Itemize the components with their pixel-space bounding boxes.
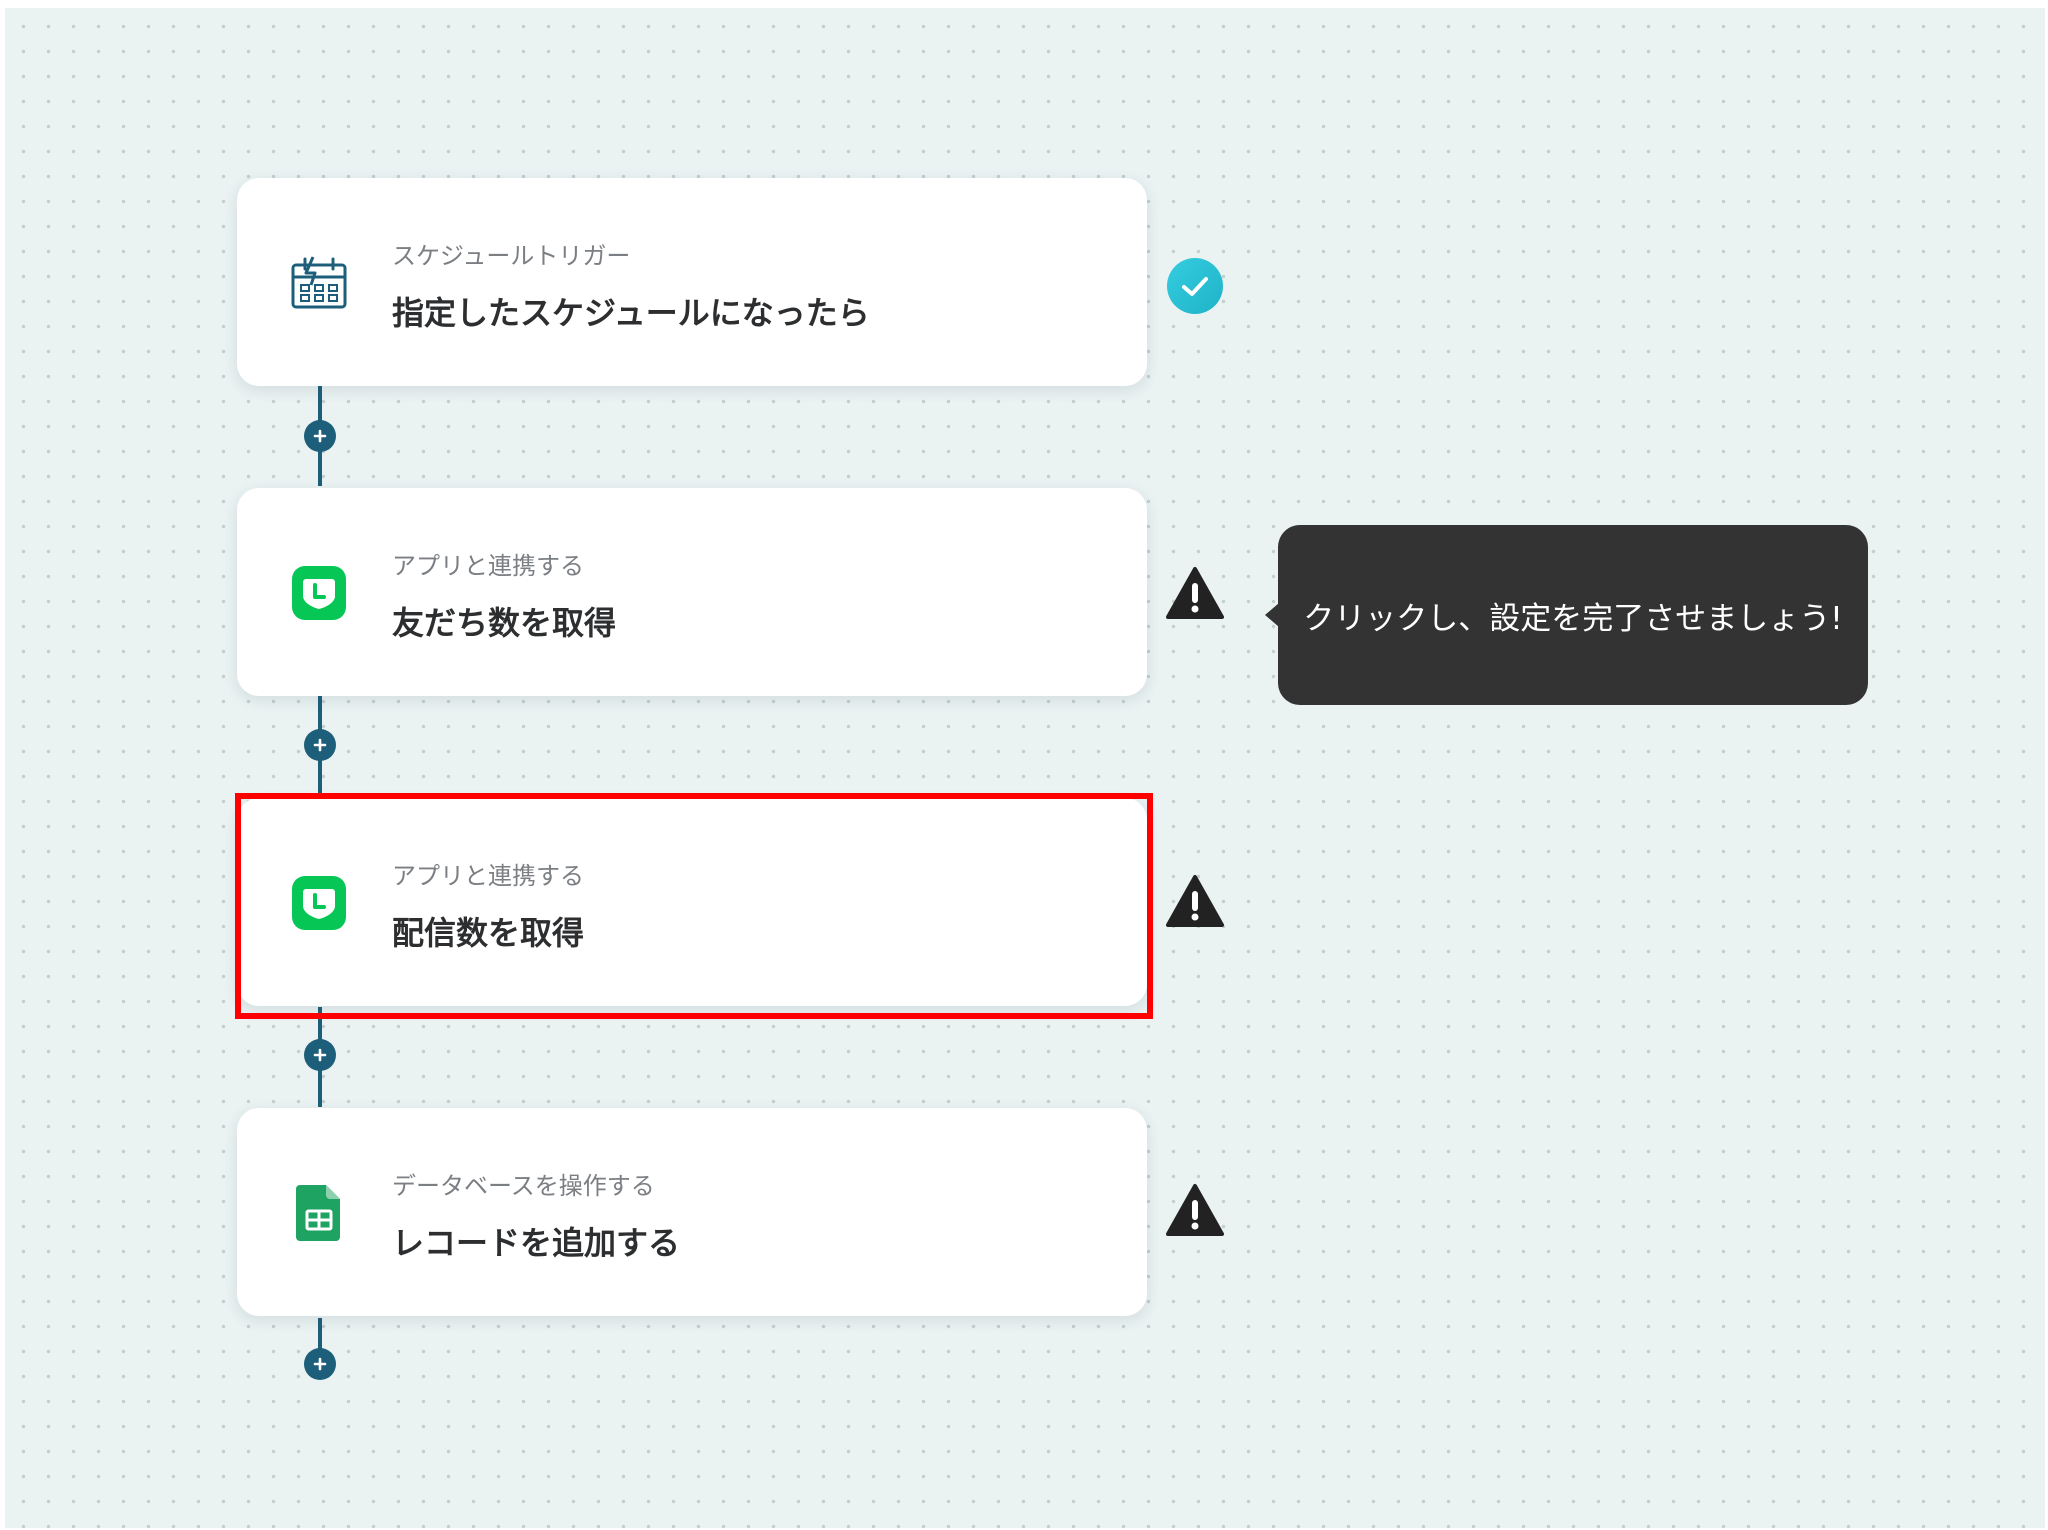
step-action-title: 配信数を取得	[392, 914, 585, 952]
step-category-label: データベースを操作する	[392, 1172, 655, 1200]
plus-icon	[313, 738, 327, 752]
flow-step-card-friends-count[interactable]: アプリと連携する 友だち数を取得	[237, 488, 1147, 696]
flow-step-card-add-record[interactable]: データベースを操作する レコードを追加する	[237, 1108, 1147, 1316]
step-category-label: アプリと連携する	[392, 862, 584, 890]
step-action-title: 指定したスケジュールになったら	[392, 294, 870, 332]
step-action-title: 友だち数を取得	[392, 604, 617, 642]
setup-hint-tooltip: クリックし、設定を完了させましょう!	[1265, 525, 1868, 705]
add-step-button[interactable]	[304, 1348, 336, 1380]
warning-icon	[1165, 563, 1225, 623]
google-sheets-icon	[289, 1183, 349, 1243]
plus-icon	[313, 429, 327, 443]
step-category-label: スケジュールトリガー	[392, 242, 631, 270]
tooltip-arrow	[1265, 603, 1279, 627]
connector-line	[318, 1318, 322, 1358]
plus-icon	[313, 1048, 327, 1062]
flow-step-card-schedule-trigger[interactable]: スケジュールトリガー 指定したスケジュールになったら	[237, 178, 1147, 386]
tooltip-text: クリックし、設定を完了させましょう!	[1303, 600, 1843, 637]
check-complete-icon	[1165, 256, 1225, 316]
step-category-label: アプリと連携する	[392, 552, 584, 580]
add-step-button[interactable]	[304, 729, 336, 761]
flow-step-card-delivery-count[interactable]: アプリと連携する 配信数を取得	[237, 798, 1147, 1006]
add-step-button[interactable]	[304, 420, 336, 452]
flow-canvas: スケジュールトリガー 指定したスケジュールになったら アプリと連携する 友だち数…	[5, 8, 2045, 1528]
add-step-button[interactable]	[304, 1039, 336, 1071]
warning-icon	[1165, 1180, 1225, 1240]
warning-icon	[1165, 871, 1225, 931]
line-app-icon	[289, 563, 349, 623]
schedule-calendar-icon	[289, 253, 349, 313]
step-action-title: レコードを追加する	[392, 1224, 681, 1262]
line-app-icon	[289, 873, 349, 933]
plus-icon	[313, 1357, 327, 1371]
